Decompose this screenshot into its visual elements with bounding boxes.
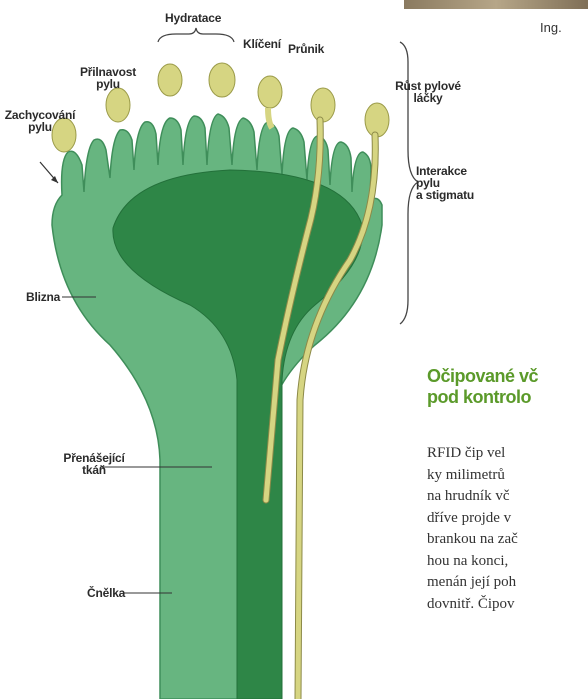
zachycovani-arrowhead [51,176,58,183]
label-cnelka: Čnělka [87,587,125,599]
article-line: ky milimetrů [427,465,505,487]
label-hydratace: Hydratace [165,12,221,24]
pollen-grain [106,88,130,122]
pollen-grain [311,88,335,122]
pollen-grain [209,63,235,97]
article-heading-line2: pod kontrolo [427,387,531,408]
transmitting-tissue [113,170,363,699]
hydratace-bracket [158,28,234,42]
pollen-tube-short [268,108,272,128]
article-line: RFID čip vel [427,443,505,465]
article-line: hou na konci, [427,551,508,573]
label-prunik: Průnik [288,43,324,55]
article-line: dříve projde v [427,508,511,530]
article-line: na hrudník vč [427,486,509,508]
article-line: dovnitř. Čipov [427,594,515,616]
pollen-grain [365,103,389,137]
pollen-grain [158,64,182,96]
article-line: menán její poh [427,572,516,594]
article-line: brankou na zač [427,529,518,551]
label-blizna: Blizna [26,291,60,303]
pollen-grain [258,76,282,108]
label-kliceni: Klíčení [243,38,281,50]
article-heading-line1: Očipované vč [427,366,538,387]
